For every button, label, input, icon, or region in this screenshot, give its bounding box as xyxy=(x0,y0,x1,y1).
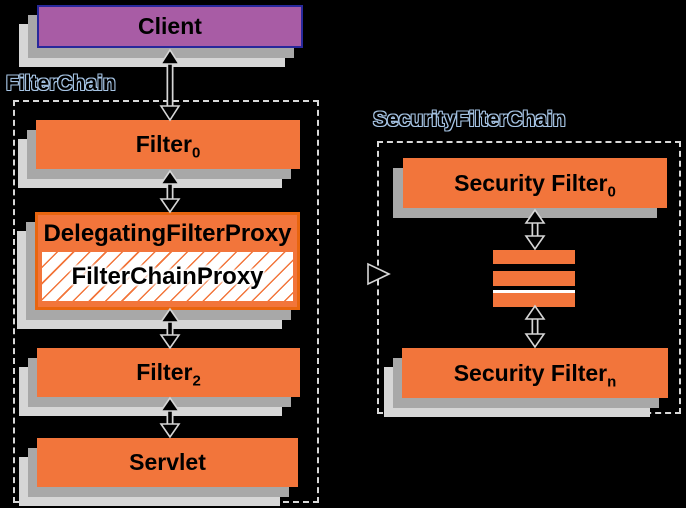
filter2-subscript: 2 xyxy=(192,372,201,390)
filter-chain-proxy-box: FilterChainProxy xyxy=(42,252,293,301)
filter2-box: Filter2 xyxy=(37,348,300,397)
security-filter0-label: Security Filter0 xyxy=(454,169,616,201)
delegating-filter-proxy-label: DelegatingFilterProxy xyxy=(43,219,292,247)
filterchain-container xyxy=(13,100,319,503)
security-filter0-box: Security Filter0 xyxy=(403,158,667,208)
client-label: Client xyxy=(138,13,202,39)
filterchain-label: FilterChain xyxy=(6,72,116,95)
delegating-filter-proxy-box: DelegatingFilterProxy FilterChainProxy xyxy=(35,212,300,310)
security-filter-stack-bar-1 xyxy=(493,250,575,264)
filter-chain-proxy-label: FilterChainProxy xyxy=(71,262,264,290)
filter0-label: Filter0 xyxy=(135,131,201,162)
security-filter0-subscript: 0 xyxy=(607,183,616,201)
servlet-label: Servlet xyxy=(129,449,206,475)
security-filter-n-subscript: n xyxy=(607,373,617,391)
filter0-subscript: 0 xyxy=(191,144,201,162)
security-filter-stack-bar-3 xyxy=(493,290,575,307)
filter0-box: Filter0 xyxy=(36,120,300,169)
servlet-box: Servlet xyxy=(37,438,298,487)
security-filter-stack-bar-2 xyxy=(493,271,575,286)
security-filter-n-label: Security Filtern xyxy=(453,359,617,391)
securityfilterchain-label: SecurityFilterChain xyxy=(373,108,566,131)
client-box: Client xyxy=(37,5,303,48)
security-filter-n-box: Security Filtern xyxy=(402,348,668,398)
filter2-label: Filter2 xyxy=(136,359,201,390)
